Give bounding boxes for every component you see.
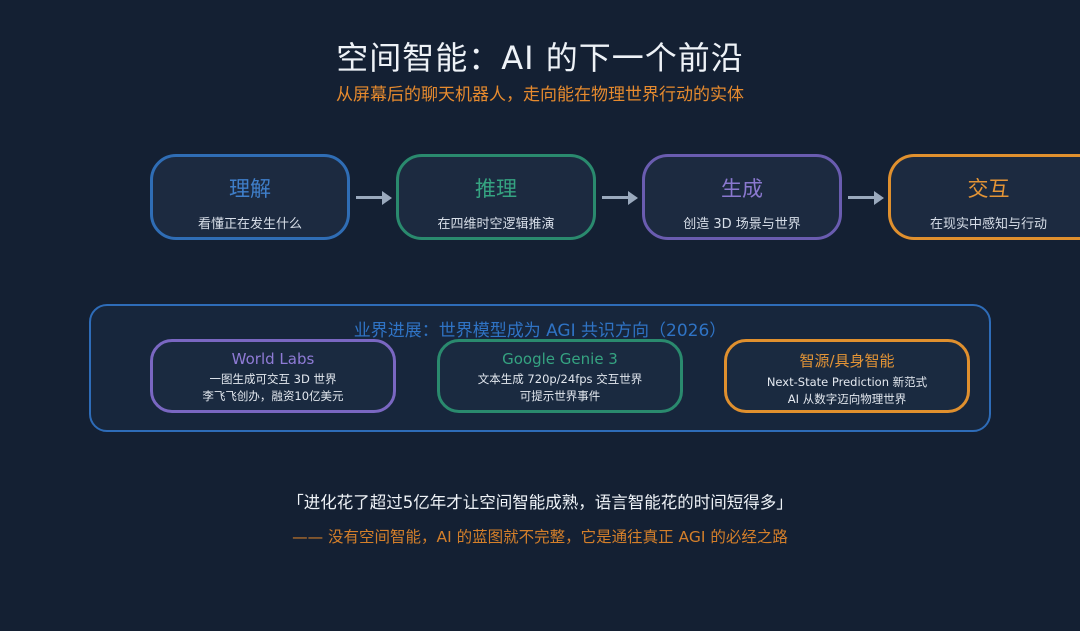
progress-card-line: 文本生成 720p/24fps 交互世界	[477, 372, 643, 386]
page-subtitle: 从屏幕后的聊天机器人，走向能在物理世界行动的实体	[336, 85, 744, 105]
arrow-icon	[356, 191, 392, 205]
progress-card-title: World Labs	[231, 350, 315, 368]
progress-card-line: Next-State Prediction 新范式	[766, 375, 928, 389]
arrow-icon	[602, 191, 638, 205]
quote-text: 「进化花了超过5亿年才让空间智能成熟，语言智能花的时间短得多」	[287, 493, 793, 512]
progress-card-line: AI 从数字迈向物理世界	[787, 392, 907, 406]
flow-card-interact: 交互 在现实中感知与行动	[888, 154, 1080, 240]
quote-attribution: —— 没有空间智能，AI 的蓝图就不完整，它是通往真正 AGI 的必经之路	[292, 528, 788, 546]
flow-card-title: 理解	[229, 177, 271, 201]
flow-card-understand: 理解 看懂正在发生什么	[150, 154, 350, 240]
progress-card-title: 智源/具身智能	[799, 352, 895, 370]
flow-card-title: 生成	[721, 177, 763, 201]
flow-card-generate: 生成 创造 3D 场景与世界	[642, 154, 842, 240]
progress-card-line: 一图生成可交互 3D 世界	[209, 372, 337, 386]
progress-card-line: 可提示世界事件	[519, 389, 601, 403]
progress-card-title: Google Genie 3	[502, 350, 618, 368]
progress-card-embodied: 智源/具身智能 Next-State Prediction 新范式 AI 从数字…	[724, 339, 970, 413]
page-title: 空间智能：AI 的下一个前沿	[336, 39, 744, 77]
flow-card-desc: 看懂正在发生什么	[197, 217, 302, 232]
flow-card-desc: 创造 3D 场景与世界	[683, 217, 801, 232]
flow-card-reason: 推理 在四维时空逻辑推演	[396, 154, 596, 240]
progress-card-world-labs: World Labs 一图生成可交互 3D 世界 李飞飞创办，融资10亿美元	[150, 339, 396, 413]
progress-card-line: 李飞飞创办，融资10亿美元	[202, 389, 344, 403]
flow-card-title: 推理	[475, 177, 517, 201]
flow-card-desc: 在四维时空逻辑推演	[437, 217, 555, 232]
flow-card-desc: 在现实中感知与行动	[929, 217, 1047, 232]
arrow-icon	[848, 191, 884, 205]
progress-title: 业界进展：世界模型成为 AGI 共识方向（2026）	[353, 321, 727, 341]
flow-card-title: 交互	[967, 177, 1010, 201]
progress-card-genie: Google Genie 3 文本生成 720p/24fps 交互世界 可提示世…	[437, 339, 683, 413]
